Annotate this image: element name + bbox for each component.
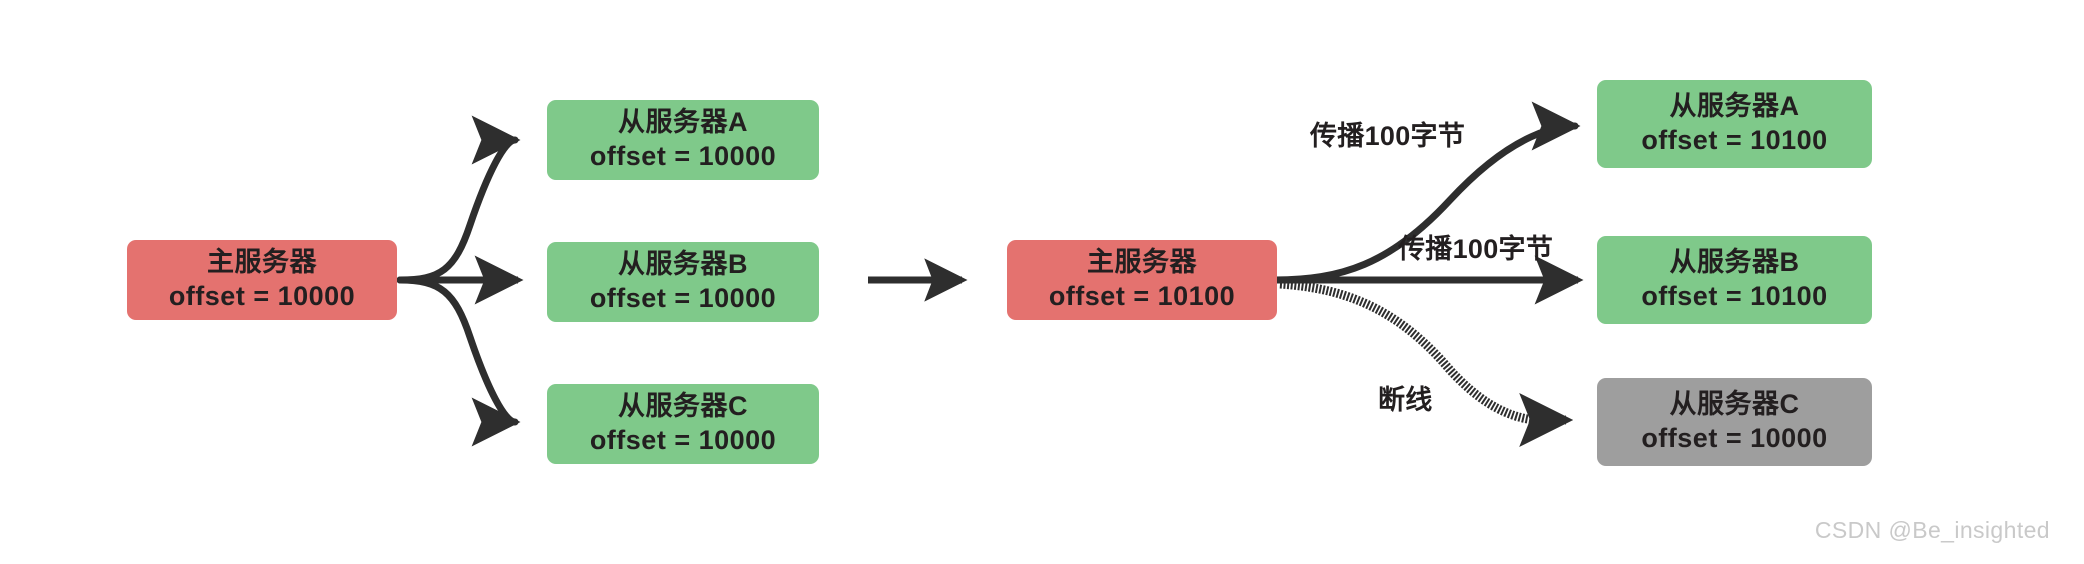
watermark: CSDN @Be_insighted xyxy=(1814,517,2050,543)
node-title: 从服务器C xyxy=(1669,389,1800,420)
node-offset: offset = 10100 xyxy=(1641,281,1828,311)
node-title: 主服务器 xyxy=(1087,247,1197,278)
edge-before-master-to-slave-c xyxy=(396,276,521,447)
node-offset: offset = 10000 xyxy=(1641,423,1828,453)
node-before-master[interactable]: 主服务器 offset = 10000 xyxy=(127,240,397,320)
node-before-slave-a[interactable]: 从服务器A offset = 10000 xyxy=(547,100,819,180)
node-offset: offset = 10000 xyxy=(589,425,777,455)
node-offset: offset = 10000 xyxy=(168,281,356,311)
node-after-slave-a[interactable]: 从服务器A offset = 10100 xyxy=(1597,80,1872,168)
node-title: 从服务器A xyxy=(1669,91,1800,122)
node-offset: offset = 10000 xyxy=(589,141,777,171)
node-title: 主服务器 xyxy=(207,247,317,278)
node-title: 从服务器B xyxy=(1669,247,1800,278)
edge-label-broken-link: 断线 xyxy=(1378,385,1433,415)
node-offset: offset = 10100 xyxy=(1048,281,1236,311)
node-title: 从服务器B xyxy=(618,249,748,280)
edge-label-propagate-a: 传播100字节 xyxy=(1310,121,1466,151)
node-after-slave-c-offline[interactable]: 从服务器C offset = 10000 xyxy=(1597,378,1872,466)
edge-label-propagate-b: 传播100字节 xyxy=(1398,234,1554,264)
node-title: 从服务器A xyxy=(618,107,748,138)
node-before-slave-c[interactable]: 从服务器C offset = 10000 xyxy=(547,384,819,464)
node-title: 从服务器C xyxy=(618,391,748,422)
node-offset: offset = 10100 xyxy=(1641,125,1828,155)
node-offset: offset = 10000 xyxy=(589,283,777,313)
node-after-master[interactable]: 主服务器 offset = 10100 xyxy=(1007,240,1277,320)
node-before-slave-b[interactable]: 从服务器B offset = 10000 xyxy=(547,242,819,322)
edge-before-master-to-slave-a xyxy=(396,115,521,284)
node-after-slave-b[interactable]: 从服务器B offset = 10100 xyxy=(1597,236,1872,324)
